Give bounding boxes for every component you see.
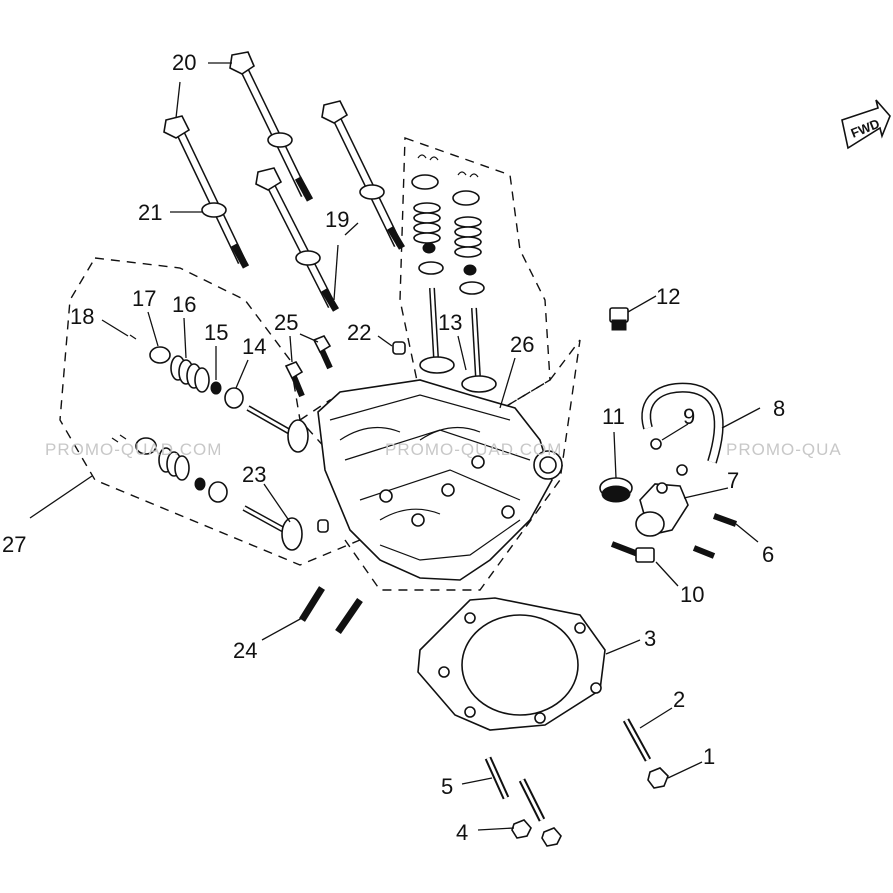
callout-23: 23 bbox=[242, 462, 266, 487]
valve-group-outline-left bbox=[59, 257, 361, 566]
cylinder-head bbox=[317, 379, 563, 581]
head-gasket bbox=[417, 597, 606, 731]
bolt-25 bbox=[284, 335, 333, 398]
callout-15: 15 bbox=[204, 320, 228, 345]
callout-2: 2 bbox=[673, 687, 685, 712]
callout-14: 14 bbox=[242, 334, 266, 359]
callout-11: 11 bbox=[602, 404, 625, 429]
cap-11 bbox=[599, 477, 633, 503]
watermark-left: PROMO-QUAD.COM bbox=[45, 440, 222, 459]
sensor-10 bbox=[610, 541, 655, 563]
head-bolt-19a bbox=[255, 167, 340, 312]
callout-19: 19 bbox=[325, 207, 349, 232]
fwd-arrow-icon: FWD bbox=[841, 99, 891, 150]
callout-12: 12 bbox=[656, 284, 680, 309]
callout-6: 6 bbox=[762, 542, 774, 567]
watermark-right: PROMO-QUA bbox=[726, 440, 842, 459]
callout-3: 3 bbox=[644, 626, 656, 651]
nut-1 bbox=[647, 767, 669, 789]
callout-9: 9 bbox=[683, 404, 695, 429]
nuts-4 bbox=[511, 819, 562, 847]
fitting-12 bbox=[609, 307, 629, 331]
callout-4: 4 bbox=[456, 820, 468, 845]
leader-lines bbox=[29, 62, 761, 831]
callout-17: 17 bbox=[132, 286, 156, 311]
stud-2 bbox=[622, 718, 652, 762]
callout-numbers: 1 2 3 4 5 6 7 8 9 10 11 12 13 14 15 16 1… bbox=[2, 50, 785, 845]
callout-18: 18 bbox=[70, 304, 94, 329]
callout-27: 27 bbox=[2, 532, 26, 557]
callout-16: 16 bbox=[172, 292, 196, 317]
valve-train-top bbox=[411, 154, 497, 393]
callout-7: 7 bbox=[727, 468, 739, 493]
callout-21: 21 bbox=[138, 200, 162, 225]
callout-5: 5 bbox=[441, 774, 453, 799]
bolt-6 bbox=[692, 513, 738, 559]
studs-24 bbox=[299, 586, 363, 634]
studs-5 bbox=[484, 756, 546, 822]
watermark-center: PROMO-QUAD.COM bbox=[385, 440, 562, 459]
head-bolt-20 bbox=[229, 51, 314, 202]
thermostat-housing-7 bbox=[635, 482, 689, 537]
callout-26: 26 bbox=[510, 332, 534, 357]
hose-8 bbox=[641, 382, 724, 464]
callout-25: 25 bbox=[274, 310, 298, 335]
valve-train-left bbox=[111, 334, 309, 551]
clamp-9 bbox=[650, 438, 688, 476]
callout-20: 20 bbox=[172, 50, 196, 75]
callout-8: 8 bbox=[773, 396, 785, 421]
callout-24: 24 bbox=[233, 638, 257, 663]
callout-13: 13 bbox=[438, 310, 462, 335]
callout-22: 22 bbox=[347, 320, 371, 345]
callout-1: 1 bbox=[703, 744, 715, 769]
callout-10: 10 bbox=[680, 582, 704, 607]
dowel-pin-22 bbox=[317, 341, 406, 533]
head-bolt-21 bbox=[163, 115, 250, 269]
head-bolt-19b bbox=[321, 100, 406, 250]
